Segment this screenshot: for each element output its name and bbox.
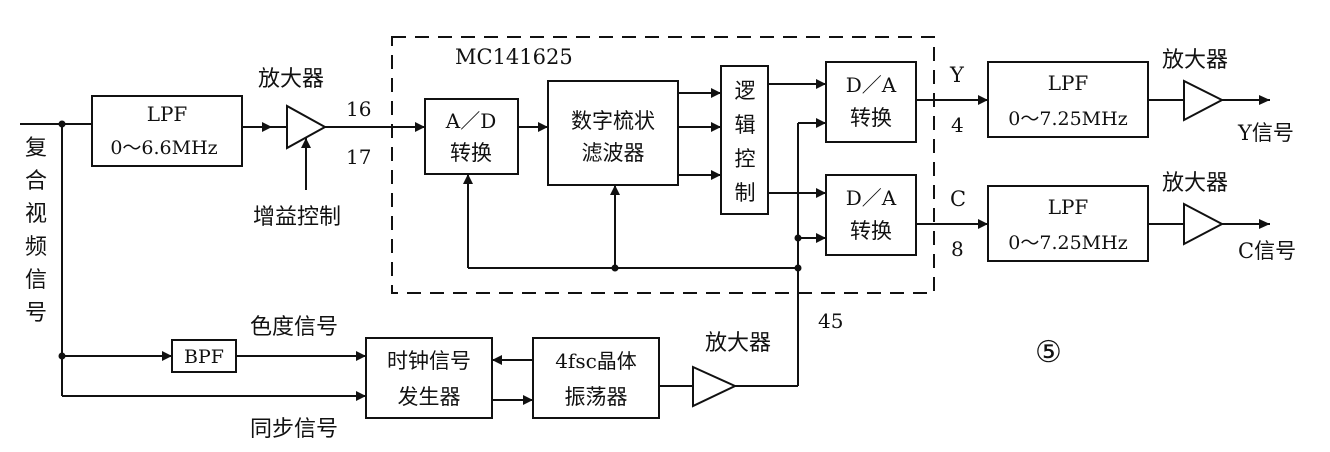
lpf-y-range: 0～7.25MHz bbox=[1008, 108, 1127, 130]
da-y-title: D／A bbox=[846, 73, 897, 97]
c-out-tag: C bbox=[950, 187, 966, 211]
input-label: 复 合 视 频 信 号 bbox=[25, 136, 47, 326]
lpf-c-range: 0～7.25MHz bbox=[1008, 232, 1127, 254]
figure-number: ⑤ bbox=[1035, 335, 1062, 370]
amp-y-label: 放大器 bbox=[1162, 48, 1228, 73]
bpf-title: BPF bbox=[184, 346, 224, 368]
da-y-subtitle: 转换 bbox=[850, 106, 892, 130]
amp-osc-label: 放大器 bbox=[705, 331, 771, 356]
input-label-char: 信 bbox=[25, 268, 47, 293]
gain-control-label: 增益控制 bbox=[253, 205, 341, 230]
chip-label: MC141625 bbox=[455, 45, 573, 69]
c-signal-label: C信号 bbox=[1238, 239, 1296, 263]
pin-17-label: 17 bbox=[346, 145, 371, 169]
lpf-c-title: LPF bbox=[1048, 195, 1089, 219]
pin-4-label: 4 bbox=[951, 113, 964, 137]
input-label-char: 合 bbox=[25, 169, 47, 194]
amp-c-label: 放大器 bbox=[1162, 171, 1228, 196]
ad-subtitle: 转换 bbox=[450, 141, 492, 165]
amp-c-triangle bbox=[1183, 202, 1225, 246]
da-y-block bbox=[825, 61, 917, 143]
logic-char: 控 bbox=[735, 147, 756, 171]
clock-subtitle: 发生器 bbox=[398, 385, 461, 409]
pin-8-label: 8 bbox=[951, 237, 964, 261]
chroma-signal-label: 色度信号 bbox=[250, 315, 338, 340]
logic-char: 逻 bbox=[735, 79, 756, 103]
ad-title: A／D bbox=[445, 109, 496, 133]
input-label-char: 视 bbox=[25, 202, 47, 227]
arrowheads bbox=[162, 79, 1270, 405]
comb-title: 数字梳状 bbox=[571, 109, 655, 133]
y-signal-label: Y信号 bbox=[1237, 121, 1294, 145]
da-c-title: D／A bbox=[846, 186, 897, 210]
y-out-tag: Y bbox=[949, 63, 965, 87]
lpf-in-block bbox=[91, 95, 243, 167]
osc-title: 4fsc晶体 bbox=[555, 349, 637, 373]
da-c-subtitle: 转换 bbox=[850, 219, 892, 243]
oscillator-block bbox=[532, 337, 660, 419]
pin-45-label: 45 bbox=[818, 309, 843, 333]
ad-converter-block bbox=[424, 98, 519, 175]
amp-in-label: 放大器 bbox=[258, 67, 324, 92]
amp-osc-triangle bbox=[692, 365, 738, 408]
amp-y-triangle bbox=[1183, 79, 1225, 122]
pin-16-label: 16 bbox=[346, 97, 371, 121]
sync-signal-label: 同步信号 bbox=[250, 417, 338, 442]
clock-generator-block bbox=[365, 337, 493, 419]
lpf-in-range: 0～6.6MHz bbox=[110, 137, 217, 159]
da-c-block bbox=[825, 174, 917, 256]
comb-subtitle: 滤波器 bbox=[582, 141, 645, 165]
clock-title: 时钟信号 bbox=[387, 349, 471, 373]
comb-filter-block bbox=[547, 80, 679, 186]
logic-char: 辑 bbox=[735, 113, 756, 137]
chip-boundary bbox=[391, 36, 935, 294]
input-label-char: 频 bbox=[25, 235, 47, 260]
lpf-y-title: LPF bbox=[1048, 71, 1089, 95]
lpf-in-title: LPF bbox=[147, 102, 188, 126]
input-label-char: 复 bbox=[25, 136, 47, 161]
logic-control-block bbox=[720, 65, 769, 215]
logic-char: 制 bbox=[735, 181, 756, 205]
osc-subtitle: 振荡器 bbox=[565, 385, 628, 409]
junction-dots bbox=[58, 120, 802, 360]
input-label-char: 号 bbox=[25, 301, 47, 326]
